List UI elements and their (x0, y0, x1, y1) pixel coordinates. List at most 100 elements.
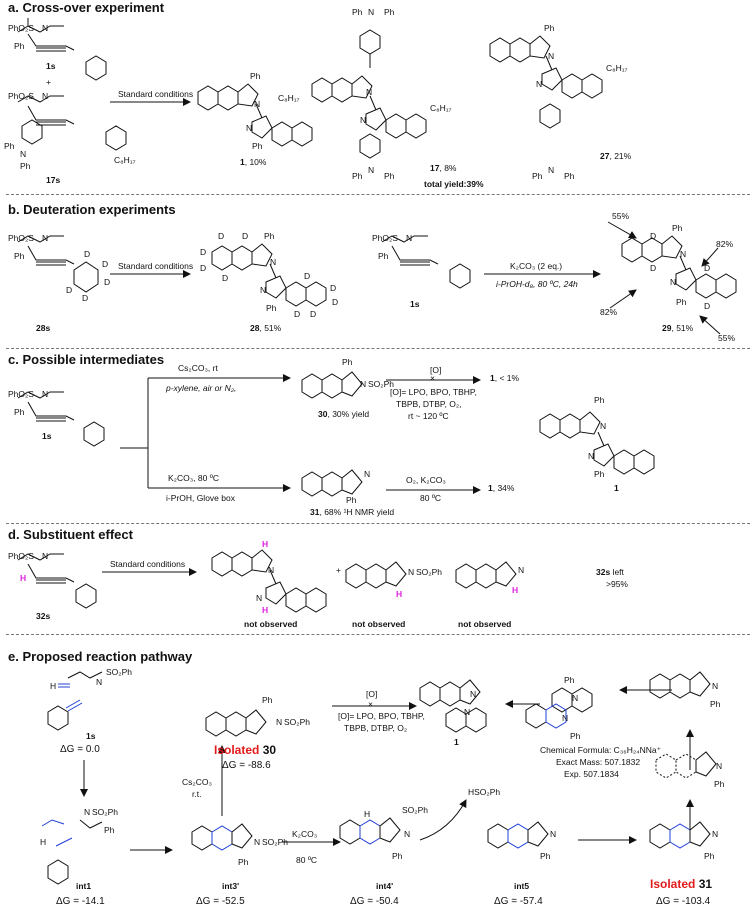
separator-d-e (6, 634, 750, 635)
d-p1-note: not observed (244, 619, 298, 629)
b-percent-1: 55% (612, 211, 630, 221)
e-rad-ph1: Ph (710, 699, 721, 709)
c-int30-label: 30 (318, 409, 328, 419)
a-plus: + (46, 77, 51, 87)
c-int30-so2ph: SO₂Ph (368, 379, 394, 389)
b-r2-n: N (406, 233, 413, 243)
e-rad-n2: N (716, 761, 723, 771)
d-left-text3: >95% (606, 579, 628, 589)
c-oxid-result-yield: , < 1% (494, 373, 520, 383)
c-p-ph-bottom: Ph (594, 469, 605, 479)
reactant-28s-skeleton (17, 235, 64, 243)
e-hso2ph: HSO₂Ph (468, 787, 501, 797)
b-r1-d3: D (82, 293, 89, 303)
a-r1-group-so2: PhO₂S (8, 23, 34, 33)
d-p3-note: not observed (458, 619, 512, 629)
b-reactant2-label: 1s (410, 299, 420, 309)
reactant-17s-skeleton (17, 95, 64, 103)
a-p3-n1: N (548, 51, 555, 61)
e-int5-label: int5 (514, 881, 530, 891)
b-r1-d1: D (102, 259, 109, 269)
b-conditions2-bottom: i-PrOH-d₈, 80 ºC, 24h (496, 279, 578, 289)
a-p2-ph3: Ph (352, 171, 363, 181)
b-p1-d6: D (304, 271, 311, 281)
d-p1-h-top: H (262, 539, 269, 549)
e-1s-dg: ΔG = 0.0 (60, 744, 100, 755)
a-p3-n-bottom: N (548, 165, 555, 175)
a-p1-n2: N (246, 123, 253, 133)
separator-b-c (6, 348, 750, 349)
a-p3-c8: C₈H₁₇ (606, 63, 628, 73)
b-r1-n: N (42, 233, 49, 243)
a-p1-n1: N (254, 99, 261, 109)
e-formula: Chemical Formula: C₃₆H₂₄NNa⁺ (540, 745, 662, 755)
b-p1-d5: D (222, 273, 229, 283)
e-int1-h: H (40, 837, 47, 847)
b-p2-ph-bottom: Ph (676, 297, 687, 307)
b-product2-caption: 29, 51% (662, 323, 693, 334)
e-oxid-bottom2: TBPB, DTBP, O₂ (344, 723, 408, 733)
c-o2-result-caption: 1, 34% (488, 483, 514, 494)
a-product1-caption: 1, 10% (240, 157, 266, 168)
d-p1-n2: N (256, 593, 263, 603)
e-exp-mass: Exp. 507.1834 (564, 769, 619, 779)
e-cs-bottom: r.t. (192, 789, 202, 799)
a-product3-caption: 27, 21% (600, 151, 631, 162)
a-product1-label: 1 (240, 157, 245, 167)
d-p1-n1: N (268, 565, 275, 575)
e-int1-so2ph: SO₂Ph (92, 807, 118, 817)
e-k2co3-top: K₂CO₃ (292, 829, 318, 839)
c-int30-yield: , 30% yield (327, 409, 370, 419)
d-conditions: Standard conditions (110, 559, 186, 569)
d-p2-h: H (396, 589, 403, 599)
a-p2-ph1: Ph (352, 7, 363, 17)
b-r1-so2: PhO₂S (8, 233, 34, 243)
b-p2-n2: N (670, 277, 677, 287)
c-int31-ph: Ph (346, 495, 357, 505)
e-isolated31: Isolated 31 (650, 877, 713, 892)
c-oxid-list1: [O]= LPO, BPO, TBHP, (390, 387, 477, 397)
e-1s-label: 1s (86, 731, 96, 741)
e-int5-ph: Ph (540, 851, 551, 861)
section-c-title: c. Possible intermediates (8, 352, 165, 367)
c-lower-cond-bottom: i-PrOH, Glove box (166, 493, 235, 503)
b-r1-d5: D (84, 249, 91, 259)
a-r2-group-c8: C₈H₁₇ (114, 155, 136, 165)
e-oxid-bottom1: [O]= LPO, BPO, TBHP, (338, 711, 425, 721)
b-product2-label: 29 (662, 323, 672, 333)
a-product2-yield: , 8% (439, 163, 457, 173)
e-int5-n: N (550, 829, 557, 839)
e-30-so2ph: SO₂Ph (284, 717, 310, 727)
c-oxid-result-caption: 1, < 1% (490, 373, 520, 384)
separator-a-b (6, 194, 750, 195)
c-oxid-list2: TBPB, DTBP, O₂, (396, 399, 462, 409)
b-p1-d1: D (218, 231, 225, 241)
e-int4-label: int4' (376, 881, 394, 891)
a-p2-c8-left: C₈H₁₇ (278, 93, 300, 103)
b-product1-caption: 28, 51% (250, 323, 281, 334)
e-1s-h: H (50, 681, 57, 691)
e-31-ph: Ph (704, 851, 715, 861)
a-r2-group-so2: PhO₂S (8, 91, 34, 101)
e-isolated31-num: 31 (698, 877, 713, 891)
b-p1-d7: D (330, 283, 337, 293)
a-p2-c8-right: C₈H₁₇ (430, 103, 452, 113)
e-isolated30-num: 30 (262, 743, 277, 757)
e-1-n2: N (464, 707, 471, 717)
e-1-label: 1 (454, 737, 459, 747)
c-p-n1: N (600, 421, 607, 431)
e-1s-so2ph: SO₂Ph (106, 667, 132, 677)
d-p1-h-bottom: H (262, 605, 269, 615)
separator-c-d (6, 523, 750, 524)
c-o2-bottom: 80 ºC (420, 493, 442, 503)
b-percent-2: 82% (716, 239, 734, 249)
d-left-text2: left (610, 567, 624, 577)
b-product1-label: 28 (250, 323, 260, 333)
a-p2-n1: N (366, 87, 373, 97)
b-p1-ph-bottom: Ph (266, 303, 277, 313)
e-isolated30-prefix: Isolated (214, 743, 260, 757)
e-int4-h: H (364, 809, 371, 819)
e-int1-n: N (84, 807, 91, 817)
c-o2-top: O₂, K₂CO₃ (406, 475, 446, 485)
e-int4-dg: ΔG = -50.4 (350, 896, 399, 907)
